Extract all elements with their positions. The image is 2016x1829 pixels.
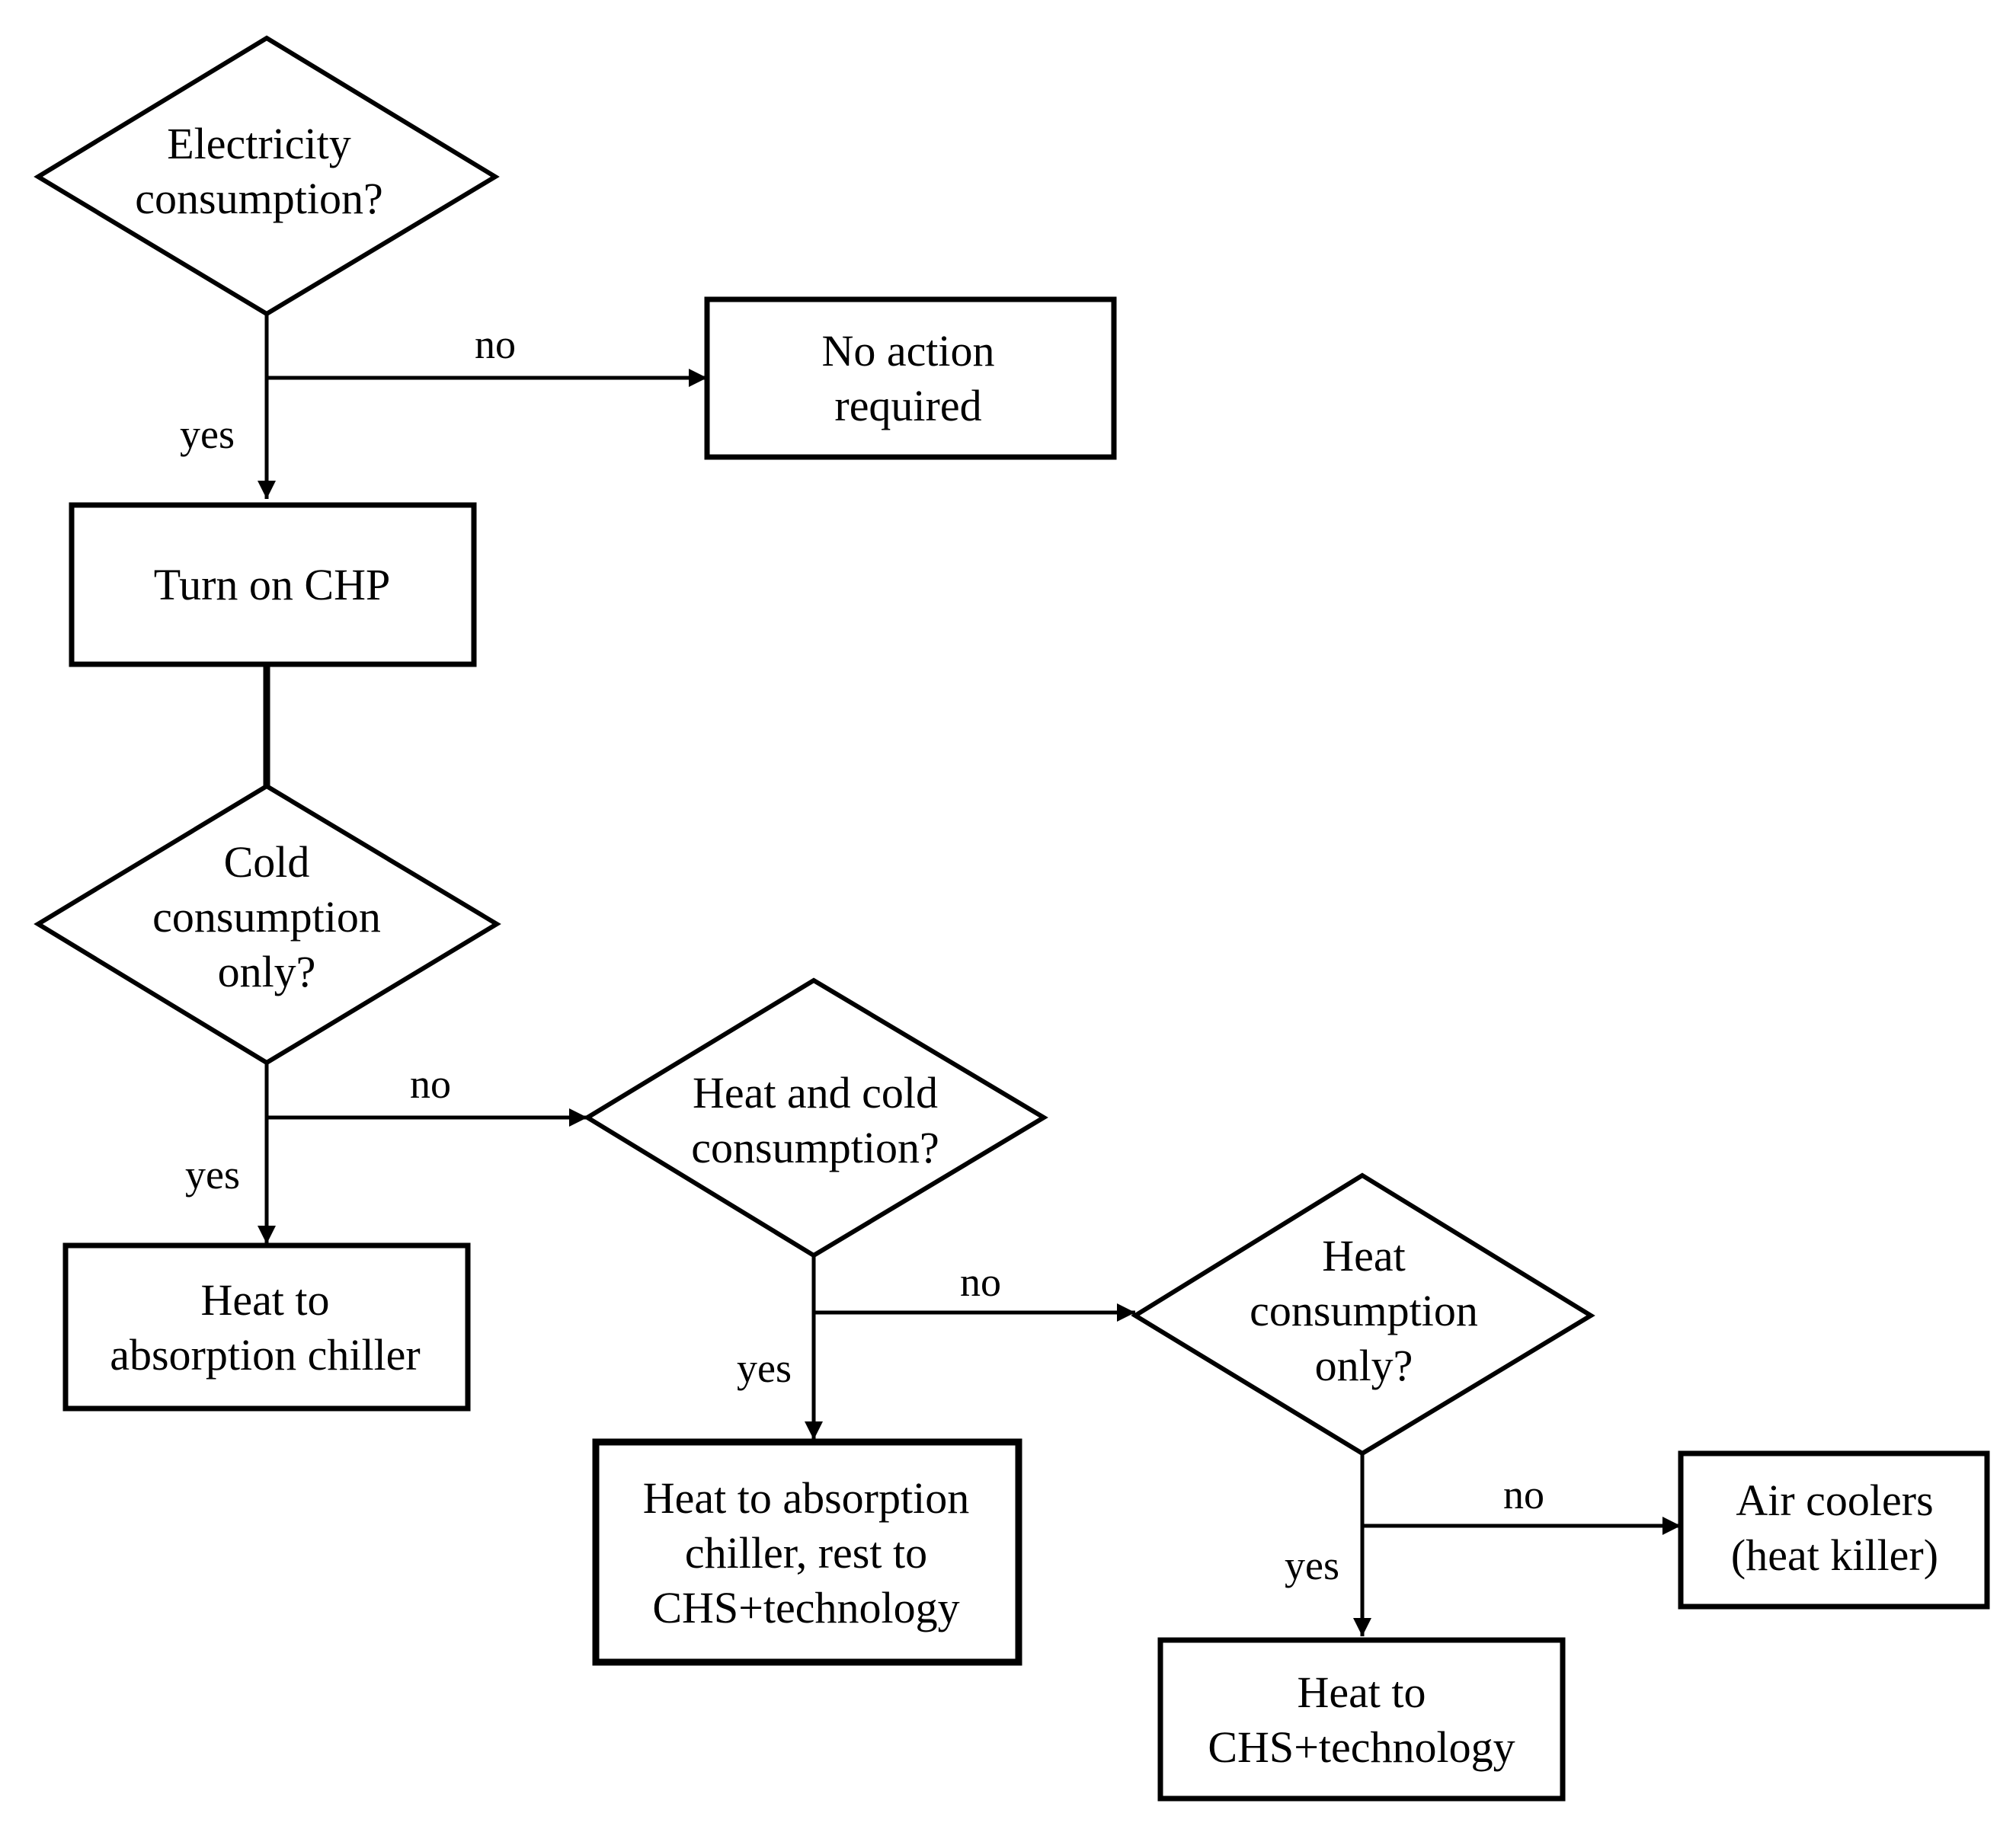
node-label-line: consumption bbox=[152, 892, 381, 942]
label-electricity-no: no bbox=[475, 321, 516, 367]
process-box bbox=[69, 502, 477, 667]
decision-heat-consumption-only: Heat consumption only? bbox=[1131, 1172, 1595, 1456]
decision-diamond bbox=[1131, 1172, 1595, 1456]
node-label-line: consumption bbox=[1250, 1286, 1478, 1335]
process-no-action-required: No action required bbox=[704, 296, 1117, 460]
node-label: Electricity consumption? bbox=[135, 119, 382, 223]
label-heatcold-no: no bbox=[960, 1259, 1001, 1305]
node-label: No action required bbox=[821, 326, 994, 430]
node-label-line: consumption? bbox=[135, 174, 382, 223]
node-label-line: required bbox=[834, 381, 981, 430]
decision-diamond bbox=[34, 35, 500, 317]
process-box bbox=[1157, 1637, 1566, 1802]
node-label-line: consumption? bbox=[691, 1123, 939, 1172]
node-label-line: (heat killer) bbox=[1731, 1530, 1938, 1580]
process-heat-to-chs-technology: Heat to CHS+technology bbox=[1157, 1637, 1566, 1802]
label-cold-no: no bbox=[410, 1061, 451, 1107]
decision-heat-and-cold-consumption: Heat and cold consumption? bbox=[583, 977, 1048, 1258]
edges bbox=[258, 314, 1681, 1636]
node-label-line: only? bbox=[1315, 1341, 1413, 1390]
decision-electricity-consumption: Electricity consumption? bbox=[34, 35, 500, 317]
decision-diamond bbox=[34, 783, 501, 1066]
process-box bbox=[704, 296, 1117, 460]
label-heatonly-yes: yes bbox=[1285, 1543, 1339, 1588]
node-label-line: absorption chiller bbox=[110, 1330, 421, 1380]
process-box bbox=[1678, 1450, 1990, 1610]
node-label-line: CHS+technology bbox=[652, 1583, 959, 1632]
process-box bbox=[592, 1438, 1022, 1666]
label-heatonly-no: no bbox=[1503, 1472, 1544, 1517]
process-turn-on-chp: Turn on CHP bbox=[69, 502, 477, 667]
node-label: Heat consumption only? bbox=[1250, 1231, 1478, 1390]
edge-labels: no yes no yes no yes no yes bbox=[180, 321, 1544, 1588]
label-heatcold-yes: yes bbox=[737, 1345, 792, 1391]
label-electricity-yes: yes bbox=[180, 411, 235, 457]
label-cold-yes: yes bbox=[185, 1152, 240, 1197]
node-label-line: Heat bbox=[1322, 1231, 1406, 1281]
decision-diamond bbox=[583, 977, 1048, 1258]
process-box bbox=[62, 1242, 471, 1412]
node-label-line: chiller, rest to bbox=[685, 1528, 927, 1578]
node-label: Air coolers (heat killer) bbox=[1731, 1476, 1938, 1580]
node-label-line: Heat to bbox=[1297, 1668, 1426, 1717]
node-label-line: Heat and cold bbox=[693, 1068, 938, 1118]
node-label-line: Electricity bbox=[167, 119, 351, 168]
node-label-line: Turn on CHP bbox=[154, 560, 391, 609]
node-label: Turn on CHP bbox=[154, 560, 391, 609]
node-label-line: No action bbox=[821, 326, 994, 376]
node-label-line: Heat to bbox=[200, 1275, 329, 1325]
node-label-line: Cold bbox=[224, 837, 310, 887]
node-label: Heat and cold consumption? bbox=[691, 1068, 939, 1172]
node-label-line: CHS+technology bbox=[1208, 1722, 1515, 1772]
node-label-line: Air coolers bbox=[1736, 1476, 1933, 1525]
process-air-coolers: Air coolers (heat killer) bbox=[1678, 1450, 1990, 1610]
node-label: Heat to CHS+technology bbox=[1208, 1668, 1515, 1772]
node-label-line: only? bbox=[218, 947, 316, 996]
node-label-line: Heat to absorption bbox=[643, 1473, 969, 1523]
